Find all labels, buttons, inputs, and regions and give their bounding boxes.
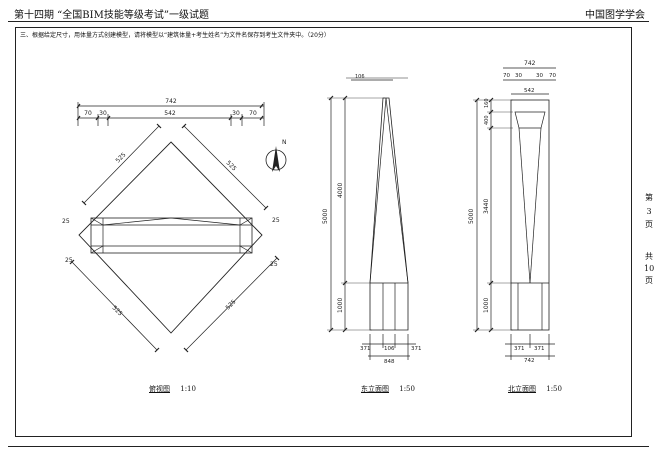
page-total: 10 (644, 264, 655, 273)
north-dim-30a: 30 (515, 73, 522, 79)
east-view-scale: 1:50 (399, 385, 415, 393)
header-rule (8, 21, 649, 22)
east-dim-upper: 4000 (337, 183, 344, 198)
north-dim-30b: 30 (536, 73, 543, 79)
plan-dim-25d: 25 (270, 261, 278, 268)
plan-dim-30r: 30 (232, 110, 240, 117)
north-dim-742: 742 (524, 60, 536, 67)
page-label-di: 第 (645, 193, 653, 202)
question-text: 三、根据给定尺寸，用体量方式创建模型，请将模型以“建筑体量+考生姓名”为文件名保… (20, 32, 330, 39)
east-dim-848: 848 (384, 359, 395, 365)
north-dim-742b: 742 (524, 358, 535, 364)
plan-view-title: 俯视图 1:10 (149, 384, 196, 394)
north-label: N (282, 139, 287, 146)
page-label-ye2: 页 (645, 276, 653, 285)
north-view-scale: 1:50 (546, 385, 562, 393)
east-elevation: 106 5000 4000 1000 371 106 371 848 (322, 74, 422, 365)
plan-dim-mid: 542 (164, 110, 176, 117)
east-dim-total: 5000 (322, 209, 329, 224)
plan-view: 742 70 30 542 30 70 525 525 525 525 25 (62, 98, 287, 353)
plan-dim-30l: 30 (99, 110, 107, 117)
east-dim-lower: 1000 (337, 298, 344, 313)
plan-dim-tr: 525 (225, 159, 238, 172)
north-dim-160: 160 (484, 98, 490, 108)
plan-dim-70l: 70 (84, 110, 92, 117)
footer-rule (8, 446, 649, 447)
north-dim-70b: 70 (549, 73, 556, 79)
page-label-gong: 共 (645, 252, 653, 261)
plan-dim-25b: 25 (65, 257, 73, 264)
drawing-frame (15, 27, 632, 437)
north-view-name: 北立面图 (508, 385, 536, 393)
east-dim-371l: 371 (360, 346, 371, 352)
plan-dim-70r: 70 (249, 110, 257, 117)
north-view-title: 北立面图 1:50 (508, 384, 562, 394)
north-dim-400: 400 (484, 115, 490, 125)
header-org: 中国图学学会 (585, 10, 645, 21)
page-label-ye: 页 (645, 220, 653, 229)
plan-dim-bl: 525 (111, 304, 124, 317)
east-dim-106: 106 (384, 346, 395, 352)
page-number: 3 (646, 207, 652, 216)
plan-dim-total: 742 (165, 98, 177, 105)
north-dim-total: 5000 (468, 209, 475, 224)
east-view-name: 东立面图 (361, 385, 389, 393)
plan-dim-tl: 525 (114, 151, 127, 164)
east-dim-top: 106 (355, 74, 365, 80)
plan-view-name: 俯视图 (149, 385, 170, 393)
plan-dim-25c: 25 (272, 217, 280, 224)
north-dim-70a: 70 (503, 73, 510, 79)
north-dim-542: 542 (524, 88, 535, 94)
north-elevation: 742 70 30 30 70 542 5000 160 400 3440 10… (468, 60, 556, 364)
plan-dim-25a: 25 (62, 218, 70, 225)
north-dim-371r: 371 (534, 346, 545, 352)
plan-view-scale: 1:10 (180, 385, 196, 393)
north-dim-3440: 3440 (483, 199, 490, 214)
east-view-title: 东立面图 1:50 (361, 384, 415, 394)
header-title: 第十四期 “全国BIM技能等级考试”一级试题 (14, 10, 209, 21)
north-dim-371l: 371 (514, 346, 525, 352)
north-arrow-icon: N (265, 139, 287, 172)
east-dim-371r: 371 (411, 346, 422, 352)
north-dim-1000: 1000 (483, 298, 490, 313)
